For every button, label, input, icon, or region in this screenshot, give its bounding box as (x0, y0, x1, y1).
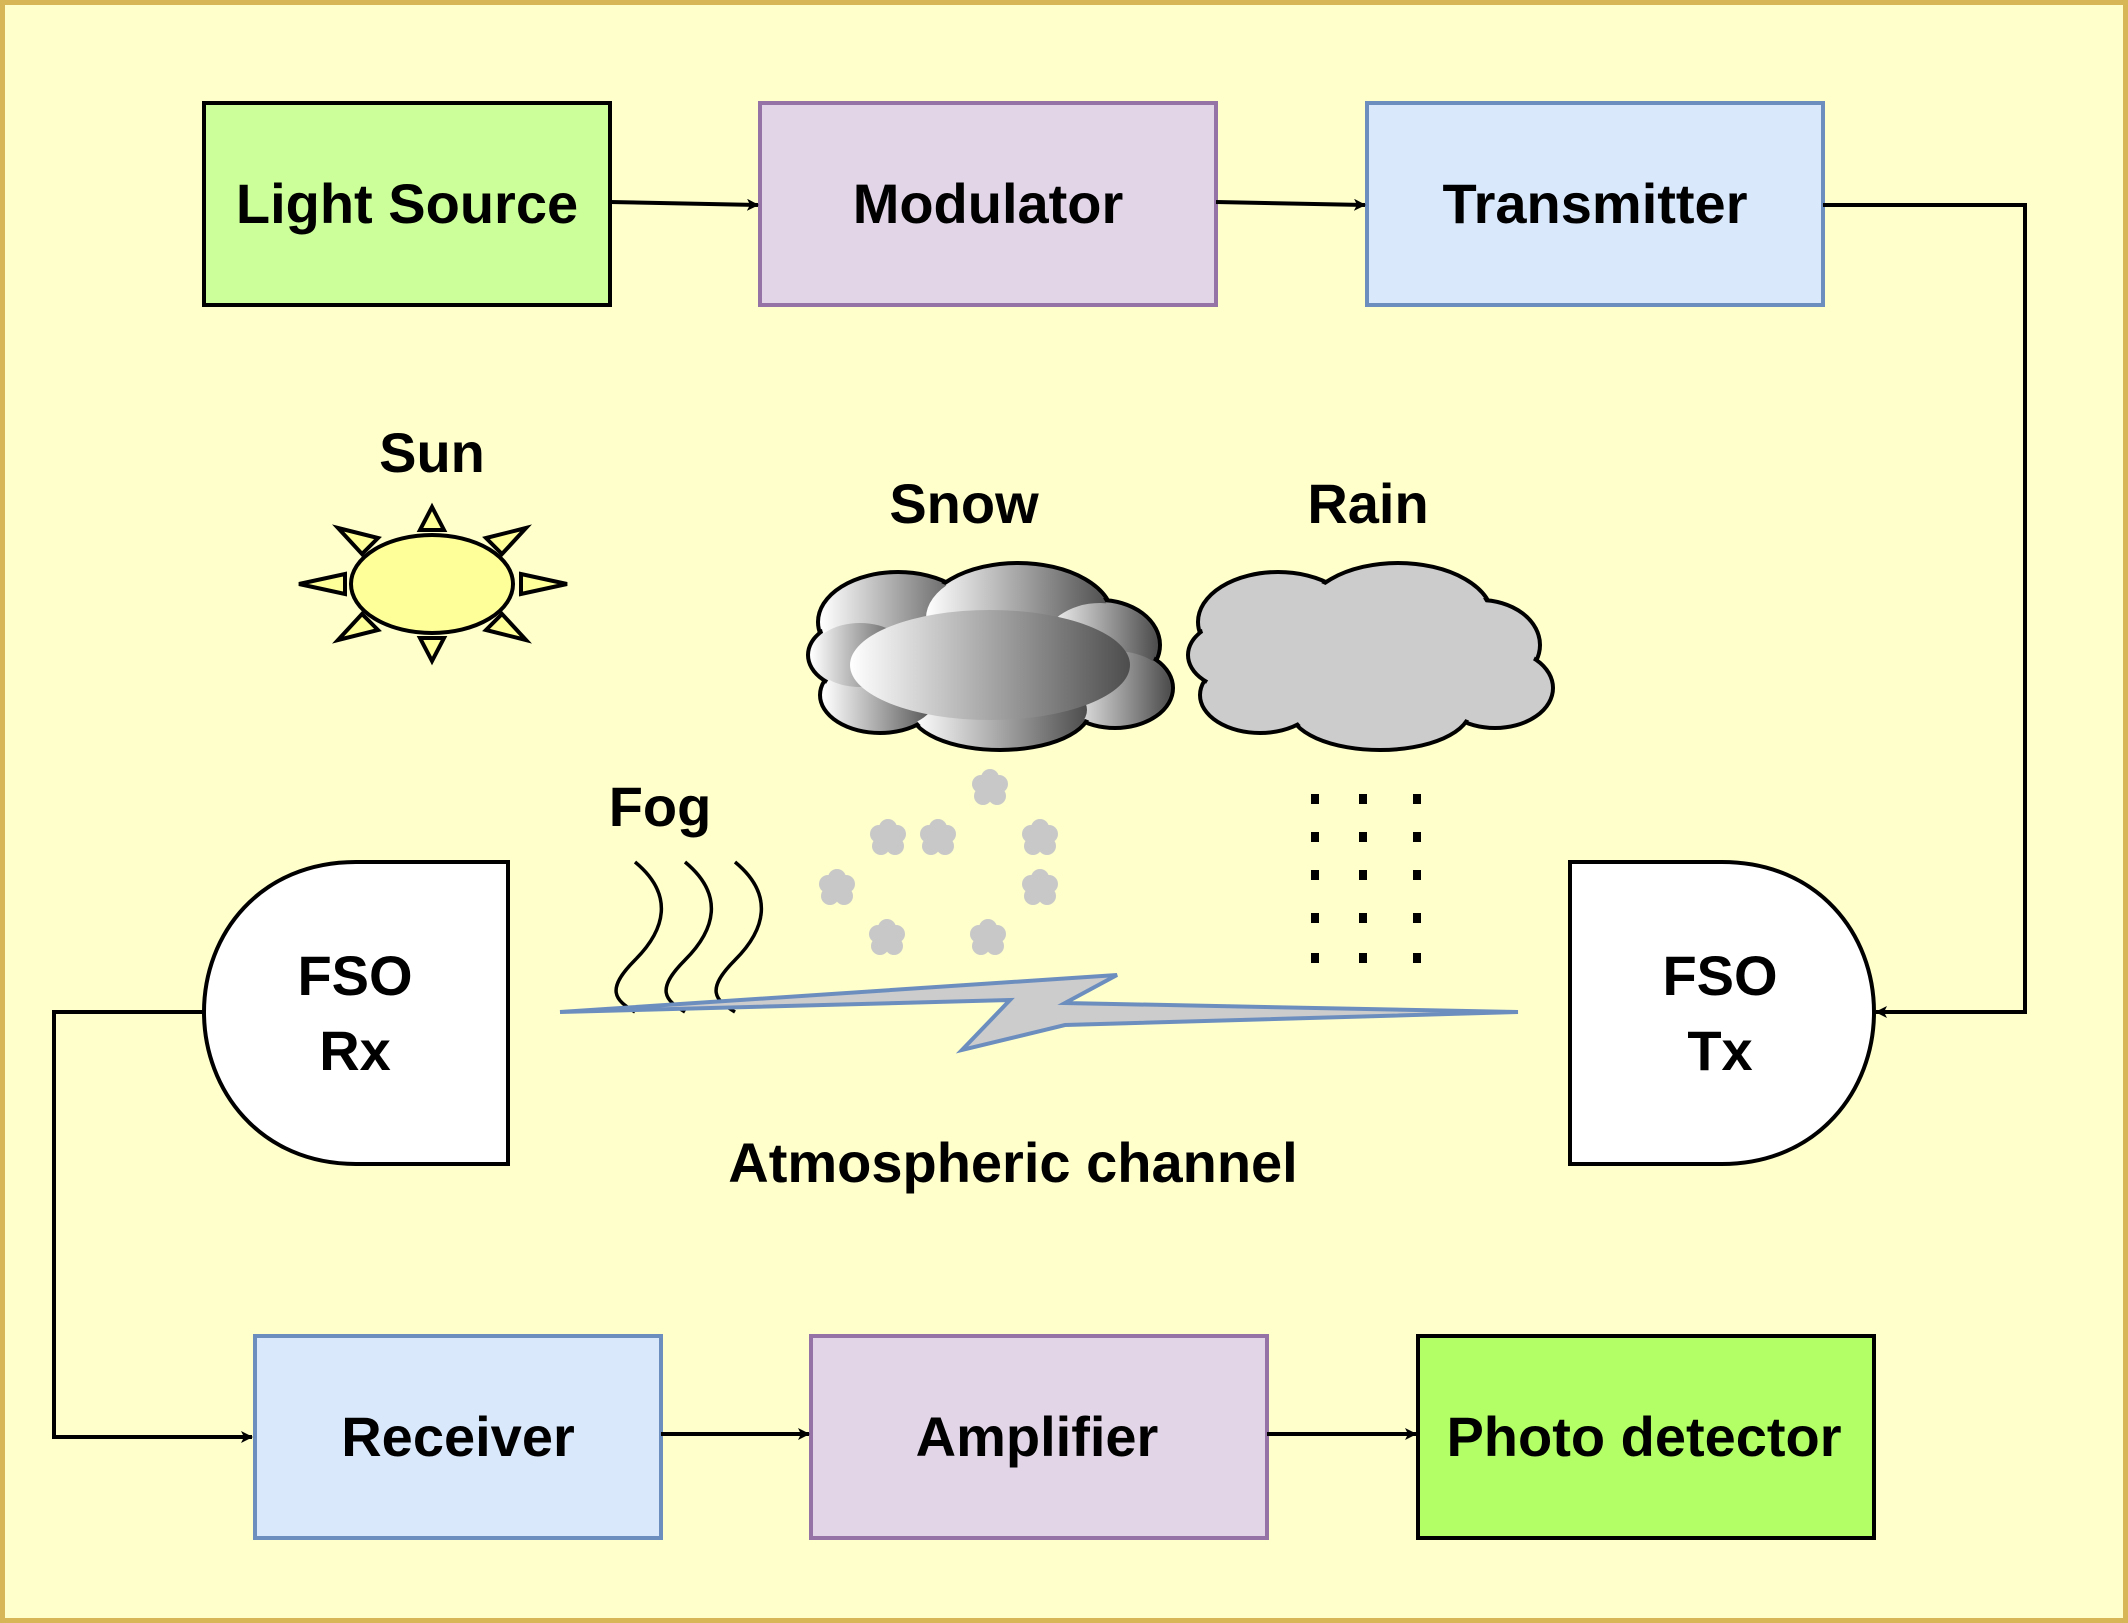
sun-label: Sun (379, 421, 485, 484)
fso-tx-label-line2: Tx (1687, 1019, 1752, 1082)
light-source-label: Light Source (236, 172, 578, 235)
fso-rx-block[interactable]: FSO Rx (201, 860, 510, 1166)
amplifier-label: Amplifier (916, 1405, 1159, 1468)
amplifier-block[interactable]: Amplifier (809, 1334, 1269, 1540)
transmitter-block[interactable]: Transmitter (1365, 101, 1825, 307)
photo-detector-label: Photo detector (1446, 1405, 1841, 1468)
optical-beam-icon (559, 973, 1519, 1054)
rain-cloud-icon (1186, 561, 1555, 752)
rain-drops (1311, 794, 1421, 963)
receiver-label: Receiver (341, 1405, 575, 1468)
snow-cloud-icon (806, 561, 1175, 752)
fso-tx-block[interactable]: FSO Tx (1568, 860, 1877, 1166)
arrow-light-to-modulator (609, 198, 759, 211)
fso-rx-label-line1: FSO (297, 944, 412, 1007)
arrow-modulator-to-transmitter (1215, 198, 1366, 211)
connector-transmitter-to-fso-tx (1823, 203, 2027, 1018)
modulator-label: Modulator (853, 172, 1124, 235)
receiver-block[interactable]: Receiver (253, 1334, 663, 1540)
photo-detector-block[interactable]: Photo detector (1416, 1334, 1876, 1540)
fog-label: Fog (609, 775, 712, 838)
connector-fso-rx-to-receiver (52, 1010, 253, 1443)
fso-tx-label-line1: FSO (1662, 944, 1777, 1007)
snow-label: Snow (889, 472, 1039, 535)
transmitter-label: Transmitter (1443, 172, 1748, 235)
rain-label: Rain (1307, 472, 1428, 535)
light-source-block[interactable]: Light Source (202, 101, 612, 307)
atmospheric-channel-label: Atmospheric channel (728, 1131, 1297, 1194)
fso-rx-label-line2: Rx (319, 1019, 391, 1082)
fog-icon (614, 860, 763, 1014)
sun-icon (298, 502, 568, 666)
modulator-block[interactable]: Modulator (758, 101, 1218, 307)
